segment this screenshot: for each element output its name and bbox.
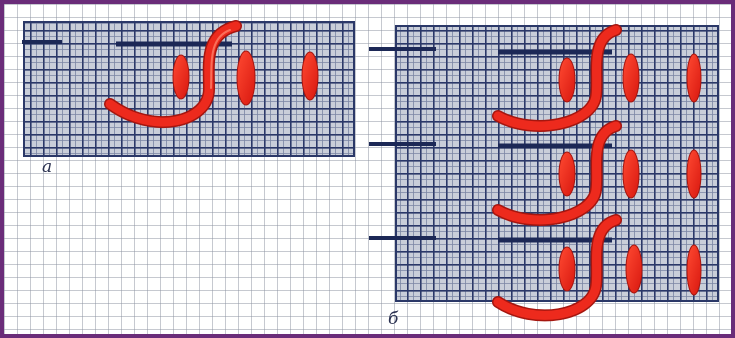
embroidery-diagram: а [4, 4, 731, 334]
panel-b-stitch [559, 152, 575, 196]
panel-b-stitch [687, 150, 701, 198]
panel-b-canvas [396, 26, 718, 301]
panel-b-stitch [626, 245, 642, 293]
panel-a-stitch [302, 52, 318, 100]
diagram-frame: а [4, 4, 731, 334]
panel-a-label: а [42, 157, 52, 177]
panel-b-stitch [623, 150, 639, 198]
panel-b-stitch [623, 54, 639, 102]
panel-b-stitch [559, 247, 575, 291]
panel-a: а [22, 22, 354, 177]
panel-b-stitch [559, 58, 575, 102]
panel-a-stitch [237, 51, 255, 105]
panel-a-stitch [173, 55, 189, 99]
panel-b-label: б [388, 309, 399, 329]
panel-b-stitch [687, 54, 701, 102]
panel-b-stitch [687, 245, 701, 295]
panel-b: б [369, 26, 718, 329]
